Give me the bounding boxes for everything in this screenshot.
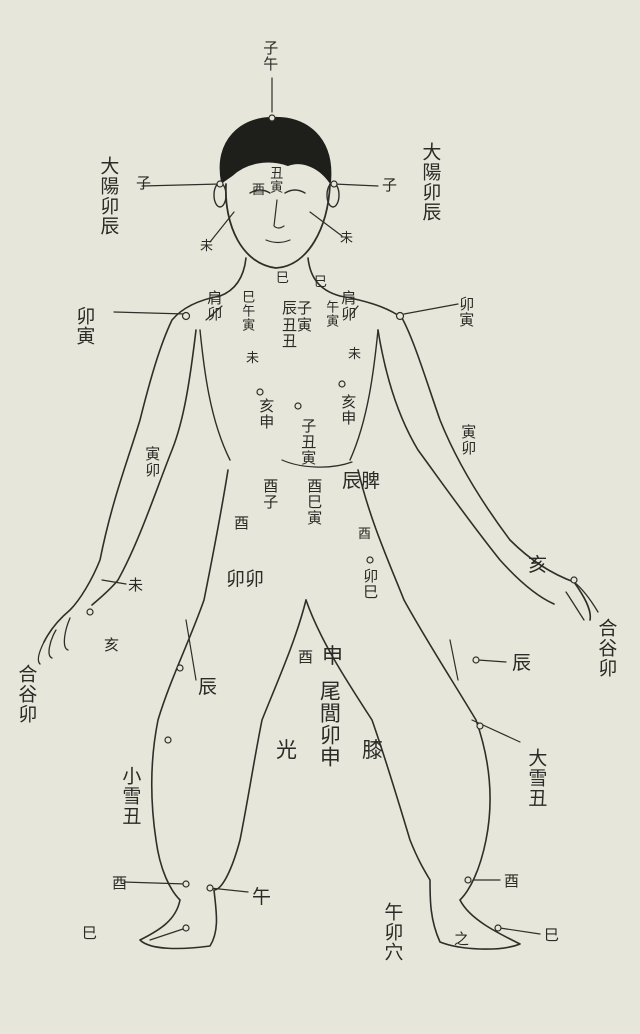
label-ankle-right: 酉 <box>504 874 519 889</box>
label-weilu: 尾閭卯申 <box>318 680 339 820</box>
label-wrist-left-wei: 未 <box>128 578 143 593</box>
label-center-shen: 申 <box>322 646 343 667</box>
label-knee: 膝 <box>362 740 383 761</box>
label-abdomen-right: 卯巳 <box>362 568 377 600</box>
label-chest-right-hai: 亥申 <box>340 394 355 426</box>
label-chest-center: 辰子丑寅丑 <box>282 300 324 350</box>
nose <box>274 200 284 228</box>
label-foot-zhi: 之 <box>454 932 469 947</box>
label-hegu-left: 合谷卯 <box>16 664 35 724</box>
face-outline <box>226 184 330 268</box>
left-leg <box>140 470 306 948</box>
label-taiyang-left: 大陽卯辰 <box>98 156 117 248</box>
label-arm-left-yin: 寅卯 <box>144 446 159 478</box>
label-ankle-left: 酉 <box>112 876 127 891</box>
label-xiaoxue: 小雪丑 <box>120 766 139 826</box>
label-cheek-right: 未 <box>340 232 353 245</box>
label-taiyang-right: 大陽卯辰 <box>420 142 439 248</box>
label-daxue: 大雪丑 <box>526 748 545 808</box>
label-lower-left: 酉 <box>234 516 249 531</box>
label-neck-right: 巳 <box>314 276 327 289</box>
label-chest-left-hai: 亥申 <box>258 398 273 430</box>
label-chest-left-wei: 未 <box>246 352 259 365</box>
label-jianyu-right: 肩卯 <box>340 290 355 322</box>
label-lower-left-mao: 卯卯 <box>226 570 264 589</box>
mouth <box>266 240 290 243</box>
label-thigh-left: 辰 <box>198 678 217 697</box>
label-toe-right: 巳 <box>544 928 559 943</box>
label-temple-right: 子 <box>382 178 397 193</box>
label-chest-left-points: 巳午寅 <box>240 290 253 332</box>
label-toe-left: 巳 <box>82 926 97 941</box>
label-abdomen-center: 酉巳寅 <box>306 478 321 526</box>
label-wrist-left-hai: 亥 <box>104 638 119 653</box>
label-shoulder-left-outer: 卯寅 <box>74 306 93 346</box>
label-shoulder-right-outer: 卯寅 <box>458 296 473 328</box>
label-abdomen-right-you: 酉 <box>358 528 371 541</box>
label-hegu-right: 合谷卯 <box>596 618 615 678</box>
label-arm-right-yin: 寅卯 <box>460 424 475 456</box>
label-abdomen-left: 酉子 <box>262 478 277 510</box>
label-jianyu-left: 肩卯 <box>206 290 221 322</box>
label-foot-bottom: 午卯穴 <box>382 902 401 962</box>
label-face-top: 丑寅 <box>268 166 281 194</box>
label-chest-right-points: 午寅 <box>324 300 337 328</box>
label-cheek-left: 未 <box>200 240 213 253</box>
label-crown: 子午 <box>262 40 277 72</box>
label-temple-left: 子 <box>136 176 151 191</box>
label-ankle-left-wu: 午 <box>252 888 271 907</box>
right-hand <box>566 582 598 620</box>
label-wrist-right: 亥 <box>528 556 547 575</box>
label-face-side: 酉 <box>252 184 265 197</box>
label-pihu: 辰脾 <box>342 472 380 491</box>
label-chest-right-wei: 未 <box>348 348 361 361</box>
label-navel: 子丑寅 <box>300 418 315 466</box>
belly-line <box>282 460 352 467</box>
label-knee-right-chen: 辰 <box>512 654 531 673</box>
label-neck-left: 巳 <box>276 272 289 285</box>
label-center-you: 酉 <box>298 650 313 665</box>
label-guang: 光 <box>276 740 297 761</box>
